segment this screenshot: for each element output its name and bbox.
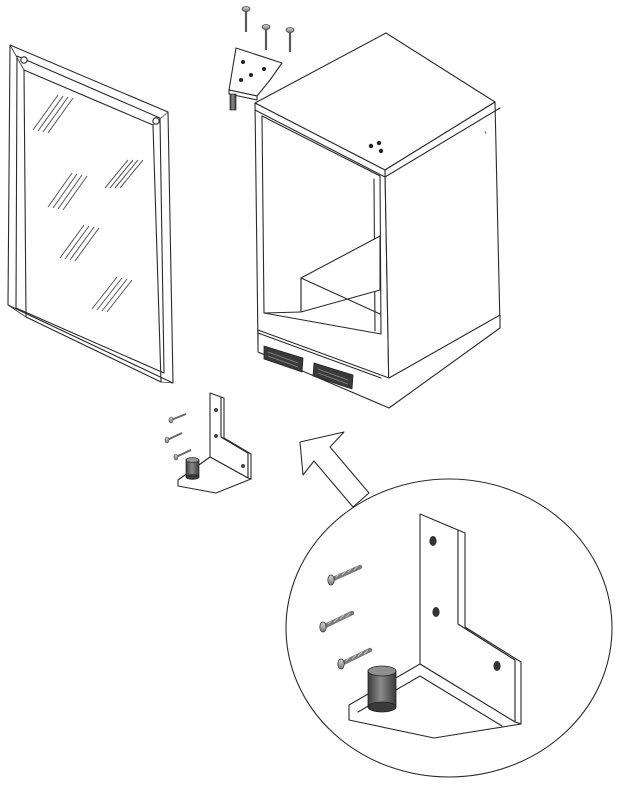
door-hinge-hole-top-left (20, 56, 28, 64)
screw-icon (319, 610, 355, 633)
screw-icon (327, 564, 363, 586)
cabinet (254, 32, 501, 409)
screw-icon (261, 24, 271, 50)
top-hinge-assembly (228, 6, 295, 111)
glass-reflection-hatch (32, 94, 144, 313)
top-hinge-bracket (228, 47, 283, 111)
screw-icon (168, 413, 187, 424)
screw-icon (337, 647, 373, 670)
vent-grille (263, 345, 354, 390)
door-hinge-hole-top-right (152, 117, 160, 125)
arrow-up-left-icon (299, 431, 370, 508)
hinge-pin (367, 665, 397, 713)
bottom-hinge-bracket-detail (348, 513, 522, 739)
glass-door (7, 44, 174, 384)
screw-icon (285, 27, 295, 52)
screw-icon (241, 6, 251, 32)
screw-icon (173, 449, 192, 461)
bottom-hinge-small (164, 392, 252, 494)
bottom-hinge-bracket (177, 392, 252, 494)
detail-magnifier (285, 478, 613, 778)
screw-icon (164, 432, 183, 444)
